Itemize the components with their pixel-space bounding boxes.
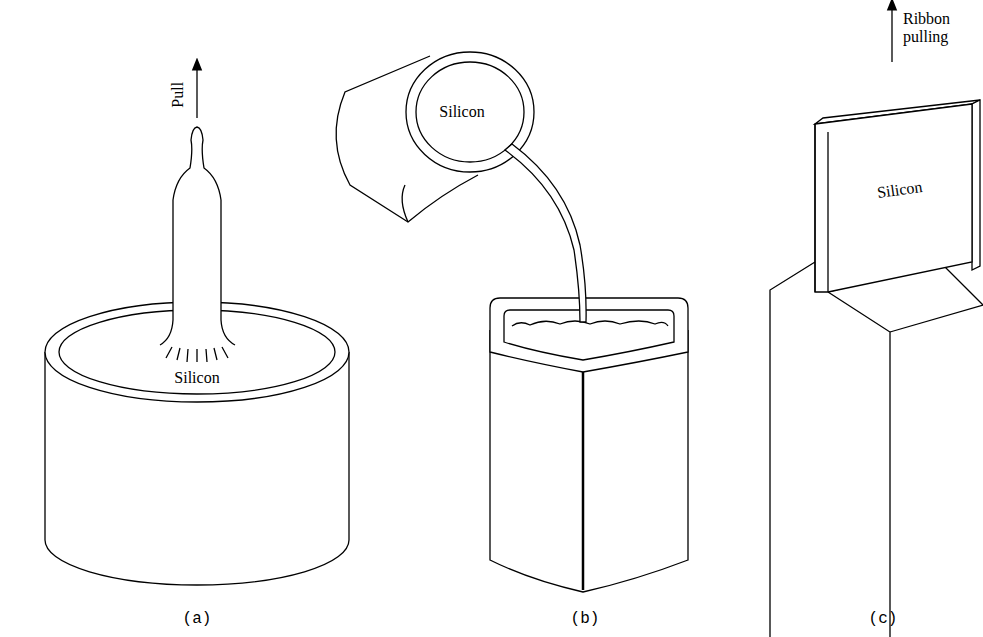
silicon-ribbon: [815, 4, 980, 292]
pull-label: Ribbon pulling: [903, 10, 967, 45]
material-label: Silicon: [174, 369, 219, 387]
pull-label: Pull: [169, 82, 187, 108]
material-label: Silicon: [439, 103, 484, 121]
mold: [490, 298, 688, 592]
crystal-ingot: [160, 64, 235, 362]
ribbon-die: [770, 262, 983, 637]
panel-caption: (b): [571, 611, 600, 629]
panel-caption: (c): [869, 611, 898, 629]
panel-caption: (a): [183, 611, 212, 629]
ladle: [336, 52, 586, 322]
